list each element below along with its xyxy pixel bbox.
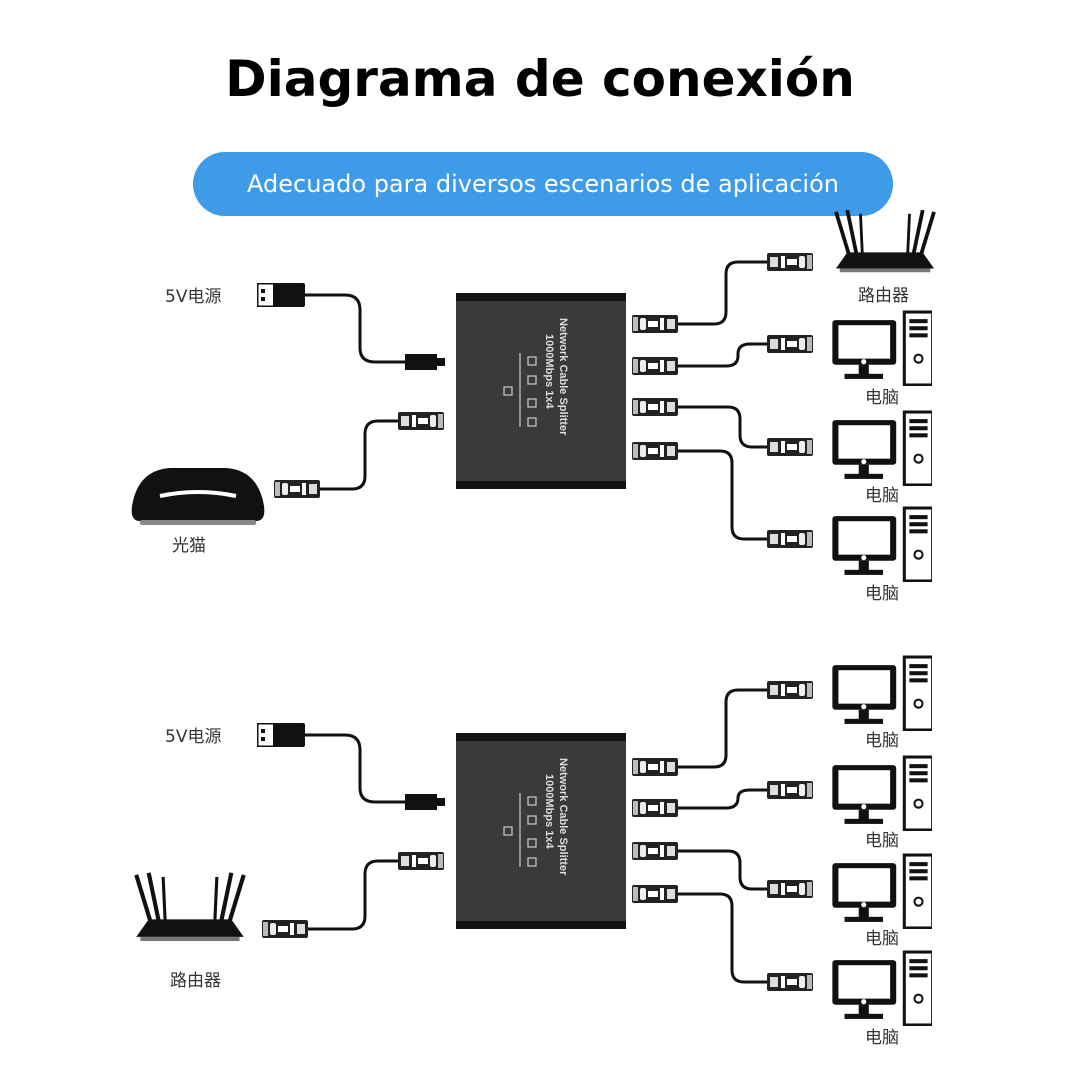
output-port-2-rj45-icon bbox=[632, 357, 678, 375]
splitter-box bbox=[456, 733, 626, 929]
source-label: 路由器 bbox=[170, 971, 221, 991]
computer-icon bbox=[830, 655, 932, 731]
splitter-spec: 1000Mbps 1x4 bbox=[543, 774, 555, 849]
output-cable-2 bbox=[678, 342, 767, 368]
splitter-name: Network Cable Splitter bbox=[557, 318, 569, 436]
diagram-2: 5V电源 Network Cable Splitter 1000Mbps 1x4 bbox=[136, 655, 932, 1048]
computer-icon bbox=[830, 310, 932, 386]
output-port-1-rj45-icon bbox=[632, 315, 678, 333]
device-rj45-icon bbox=[767, 681, 813, 699]
output-cable-3 bbox=[678, 849, 767, 891]
source-rj45-icon bbox=[262, 920, 308, 938]
input-rj45-icon bbox=[398, 412, 444, 430]
power-label: 5V电源 bbox=[165, 727, 221, 747]
output-4-label: 电脑 bbox=[865, 584, 899, 604]
output-3-label: 电脑 bbox=[865, 929, 899, 949]
source-rj45-icon bbox=[274, 480, 320, 498]
source-label: 光猫 bbox=[172, 536, 206, 556]
computer-icon bbox=[830, 950, 932, 1026]
computer-icon bbox=[830, 853, 932, 929]
output-4-label: 电脑 bbox=[865, 1028, 899, 1048]
dc-plug-icon bbox=[405, 794, 445, 810]
output-cable-4 bbox=[678, 892, 767, 984]
device-rj45-icon bbox=[767, 438, 813, 456]
device-rj45-icon bbox=[767, 335, 813, 353]
router-icon bbox=[834, 210, 936, 275]
computer-icon bbox=[830, 506, 932, 582]
input-rj45-icon bbox=[398, 852, 444, 870]
router-icon bbox=[136, 873, 243, 941]
splitter-spec: 1000Mbps 1x4 bbox=[543, 334, 555, 409]
output-port-3-rj45-icon bbox=[632, 398, 678, 416]
output-cable-1 bbox=[678, 260, 767, 326]
usb-plug-icon bbox=[257, 723, 305, 747]
device-rj45-icon bbox=[767, 973, 813, 991]
power-cable bbox=[305, 293, 405, 364]
output-1-label: 路由器 bbox=[858, 286, 909, 306]
input-cable bbox=[308, 859, 398, 931]
output-port-4-rj45-icon bbox=[632, 442, 678, 460]
computer-icon bbox=[830, 755, 932, 831]
diagram-1: 5V电源 Network Cable Splitter 1000Mbps 1x4… bbox=[130, 210, 936, 604]
dc-plug-icon bbox=[405, 354, 445, 370]
device-rj45-icon bbox=[767, 253, 813, 271]
output-cable-1 bbox=[678, 688, 767, 769]
usb-plug-icon bbox=[257, 283, 305, 307]
splitter-name: Network Cable Splitter bbox=[557, 758, 569, 876]
output-cable-2 bbox=[678, 788, 767, 810]
computer-icon bbox=[830, 410, 932, 486]
input-cable bbox=[320, 419, 398, 491]
power-cable bbox=[305, 733, 405, 804]
device-rj45-icon bbox=[767, 781, 813, 799]
page-title: Diagrama de conexión bbox=[225, 50, 855, 108]
output-port-3-rj45-icon bbox=[632, 842, 678, 860]
optical-modem-icon bbox=[130, 466, 266, 526]
power-label: 5V电源 bbox=[165, 287, 221, 307]
subtitle-banner: Adecuado para diversos escenarios de apl… bbox=[193, 152, 893, 216]
output-1-label: 电脑 bbox=[865, 731, 899, 751]
output-port-1-rj45-icon bbox=[632, 758, 678, 776]
output-2-label: 电脑 bbox=[865, 831, 899, 851]
output-cable-3 bbox=[678, 405, 767, 449]
output-2-label: 电脑 bbox=[865, 388, 899, 408]
output-port-2-rj45-icon bbox=[632, 799, 678, 817]
device-rj45-icon bbox=[767, 530, 813, 548]
device-rj45-icon bbox=[767, 880, 813, 898]
output-cable-4 bbox=[678, 449, 767, 541]
output-3-label: 电脑 bbox=[865, 486, 899, 506]
output-port-4-rj45-icon bbox=[632, 885, 678, 903]
splitter-box bbox=[456, 293, 626, 489]
